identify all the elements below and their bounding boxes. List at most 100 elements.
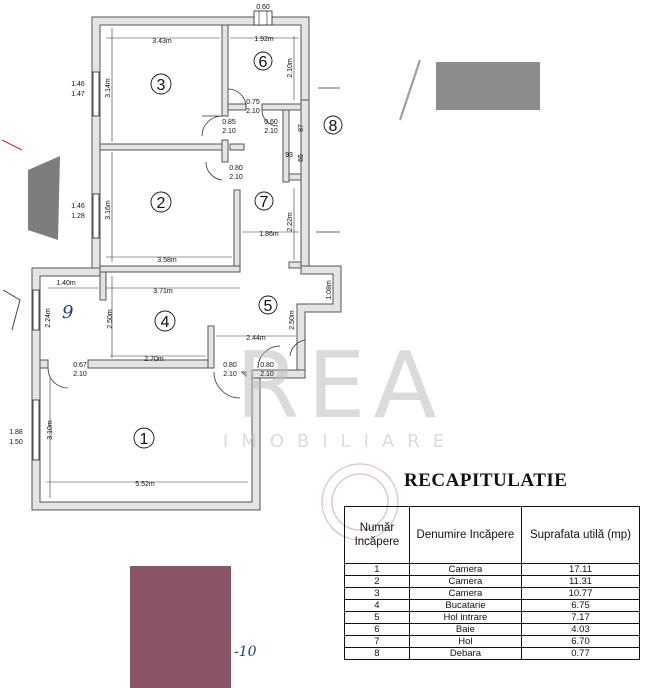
recap-header-name: Denumire Incăpere <box>408 506 522 564</box>
dim-room3-width: 3.43m <box>152 38 172 45</box>
room-area: 17.11 <box>520 563 641 576</box>
dim-door-085-h: 2.10 <box>222 128 236 135</box>
room-2-number: 2 <box>157 195 166 212</box>
dim-room2-width: 3.58m <box>157 257 177 264</box>
room-number: 6 <box>344 623 410 636</box>
recap-header-area: Suprafata utilă (mp) <box>520 506 641 564</box>
dim-win-mid-sub: 1.28 <box>71 213 85 220</box>
dim-room4-height: 2.50m <box>107 309 114 329</box>
dim-top-window: 0.60 <box>256 4 270 11</box>
room-name: Camera <box>408 587 522 600</box>
room-number: 8 <box>344 647 410 660</box>
dim-door-060: 0.60 <box>264 119 278 126</box>
dim-room5-side: 1.08m <box>326 280 333 300</box>
room-number: 1 <box>344 563 410 576</box>
room-area: 4.03 <box>520 623 641 636</box>
room-1-number: 1 <box>140 431 149 448</box>
dim-win-bottom-sub: 1.50 <box>9 439 23 446</box>
dim-win-mid: 1.46 <box>71 203 85 210</box>
room-name: Camera <box>408 575 522 588</box>
room-name: Bucatarie <box>408 599 522 612</box>
room-area: 7.17 <box>520 611 641 624</box>
handwritten-9: 9 <box>62 302 74 323</box>
room-number: 5 <box>344 611 410 624</box>
dim-door-080-r2: 0.80 <box>229 165 243 172</box>
recap-table: Număr Incăpere Denumire Incăpere Suprafa… <box>344 506 641 660</box>
dim-room5-height: 2.50m <box>289 310 296 330</box>
room-area: 6.70 <box>520 635 641 648</box>
dim-hall-width: 1.86m <box>259 231 279 238</box>
windows <box>32 10 273 461</box>
dim-room4-top-width: 3.71m <box>153 288 173 295</box>
room-area: 10.77 <box>520 587 641 600</box>
dim-room9-height: 2.24m <box>45 308 52 328</box>
dim-door-080-r2-h: 2.10 <box>229 174 243 181</box>
walls <box>31 16 342 511</box>
recap-header-number: Număr Incăpere <box>344 506 410 564</box>
dim-door-067: 0.67 <box>73 362 87 369</box>
dim-hall-height: 2.22m <box>287 212 294 232</box>
dim-room2-height: 3.16m <box>105 200 112 220</box>
dim-65: 65 <box>298 154 305 162</box>
room-4-number: 4 <box>161 314 170 331</box>
dim-room6-width: 1.92m <box>254 36 274 43</box>
dim-door-080-a-h: 2.10 <box>223 371 237 378</box>
room-number: 3 <box>344 587 410 600</box>
room-area: 11.31 <box>520 575 641 588</box>
dim-win-top: 1.46 <box>71 81 85 88</box>
room-3-number: 3 <box>157 77 166 94</box>
dim-93: 93 <box>285 152 293 159</box>
dim-87: 87 <box>298 124 305 132</box>
dim-door-080-a: 0.80 <box>223 362 237 369</box>
dimension-lines <box>46 28 299 498</box>
dim-room1-width: 5.52m <box>135 481 155 488</box>
dim-door-080-b-h: 2.10 <box>260 371 274 378</box>
room-5-number: 5 <box>264 298 273 315</box>
dim-win-bottom: 1.88 <box>9 429 23 436</box>
room-number: 7 <box>344 635 410 648</box>
dimension-labels: 0.60 3.43m 1.92m 3.14m 2.10m 1.46 1.47 0… <box>9 4 333 488</box>
dim-room6-height: 2.10m <box>287 58 294 78</box>
door-swings <box>47 87 340 399</box>
dim-room9-width: 1.40m <box>56 280 76 287</box>
dim-door-075-h: 2.10 <box>246 108 260 115</box>
dim-door-080-b: 0.80 <box>260 362 274 369</box>
dim-door-067-h: 2.10 <box>73 371 87 378</box>
room-8-number: 8 <box>329 118 338 135</box>
gray-redaction-box <box>436 62 540 110</box>
handwritten-10: -10 <box>234 644 257 660</box>
dim-win-top-sub: 1.47 <box>71 91 85 98</box>
room-6-number: 6 <box>259 54 268 71</box>
dim-room1-height: 3.10m <box>47 420 54 440</box>
room-area: 0.77 <box>520 647 641 660</box>
scan-line <box>2 289 21 331</box>
room-markers: 3 2 6 7 8 4 5 1 <box>133 51 343 449</box>
dim-door-085: 0.85 <box>222 119 236 126</box>
room-number: 4 <box>344 599 410 612</box>
recap-title: RECAPITULATIE <box>404 470 568 491</box>
dim-room4-width: 2.70m <box>144 356 164 363</box>
room-name: Hol <box>408 635 522 648</box>
room-7-number: 7 <box>260 194 269 211</box>
room-name: Hol intrare <box>408 611 522 624</box>
scan-line-2 <box>399 59 421 121</box>
scan-dark-mark <box>28 156 60 240</box>
red-stroke <box>1 139 23 151</box>
recap-header-row: Număr Incăpere Denumire Incăpere Suprafa… <box>344 506 641 564</box>
dim-room5-width: 2.44m <box>246 335 266 342</box>
dim-room3-height: 3.14m <box>105 78 112 98</box>
room-area: 6.75 <box>520 599 641 612</box>
room-number: 2 <box>344 575 410 588</box>
room-name: Baie <box>408 623 522 636</box>
dim-door-060-h: 2.10 <box>264 128 278 135</box>
dim-door-075: 0.75 <box>246 99 260 106</box>
room-name: Debara <box>408 647 522 660</box>
redaction-blob <box>130 566 231 688</box>
